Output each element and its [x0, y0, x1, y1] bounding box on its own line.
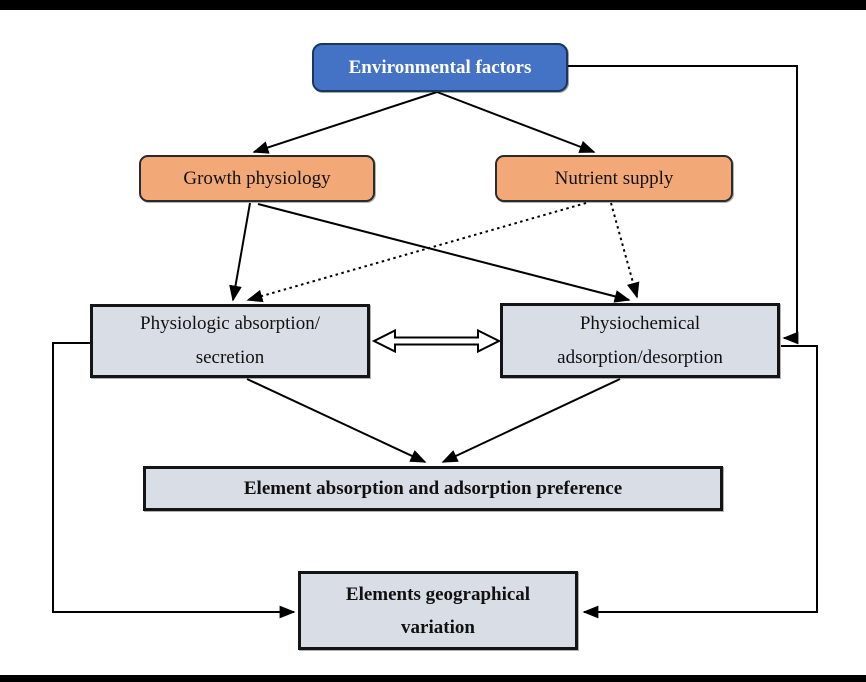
arrow-growth-to-physiochemical — [257, 203, 631, 303]
node-preference-label: Element absorption and adsorption prefer… — [243, 477, 623, 499]
node-environmental-factors-label: Environmental factors — [348, 56, 532, 78]
node-growth-physiology: Growth physiology — [139, 155, 375, 202]
dotted-arrow-nutrient-to-physiochemical — [610, 202, 640, 299]
node-environmental-factors: Environmental factors — [312, 43, 568, 92]
top-letterbox-bar — [0, 0, 866, 10]
node-physiochemical-label-line2: adsorption/desorption — [557, 346, 723, 368]
node-geographical-label-line2: variation — [401, 616, 475, 638]
node-physiologic-absorption-secretion: Physiologic absorption/ secretion — [90, 304, 370, 378]
arrow-physiologic-to-geographical-left-elbow — [52, 342, 296, 619]
arrow-env-to-nutrient — [436, 91, 596, 153]
arrow-physiochemical-to-preference — [441, 378, 621, 463]
arrow-physiologic-to-preference — [246, 378, 427, 463]
arrow-env-to-growth — [252, 91, 438, 154]
bottom-letterbox-bar — [0, 675, 866, 682]
dotted-arrow-nutrient-to-physiologic — [246, 202, 587, 303]
node-growth-physiology-label: Growth physiology — [183, 167, 331, 189]
node-nutrient-supply-label: Nutrient supply — [554, 167, 674, 189]
node-nutrient-supply: Nutrient supply — [495, 155, 733, 202]
arrow-growth-to-physiologic — [229, 202, 251, 302]
node-geographical-label-line1: Elements geographical — [345, 583, 531, 605]
arrow-physiochemical-to-geographical-right-elbow — [582, 345, 818, 619]
hollow-double-arrow-physiologic-physiochemical — [371, 328, 502, 354]
node-physiochemical-label-line1: Physiochemical — [579, 312, 701, 334]
node-physiologic-label-line1: Physiologic absorption/ — [140, 313, 320, 334]
node-elements-geographical-variation: Elements geographical variation — [298, 571, 578, 650]
node-physiologic-label-line2: secretion — [195, 347, 265, 368]
node-element-absorption-adsorption-preference: Element absorption and adsorption prefer… — [143, 466, 723, 511]
node-physiochemical-adsorption-desorption: Physiochemical adsorption/desorption — [500, 303, 780, 378]
arrow-env-to-physiochemical — [568, 65, 799, 345]
